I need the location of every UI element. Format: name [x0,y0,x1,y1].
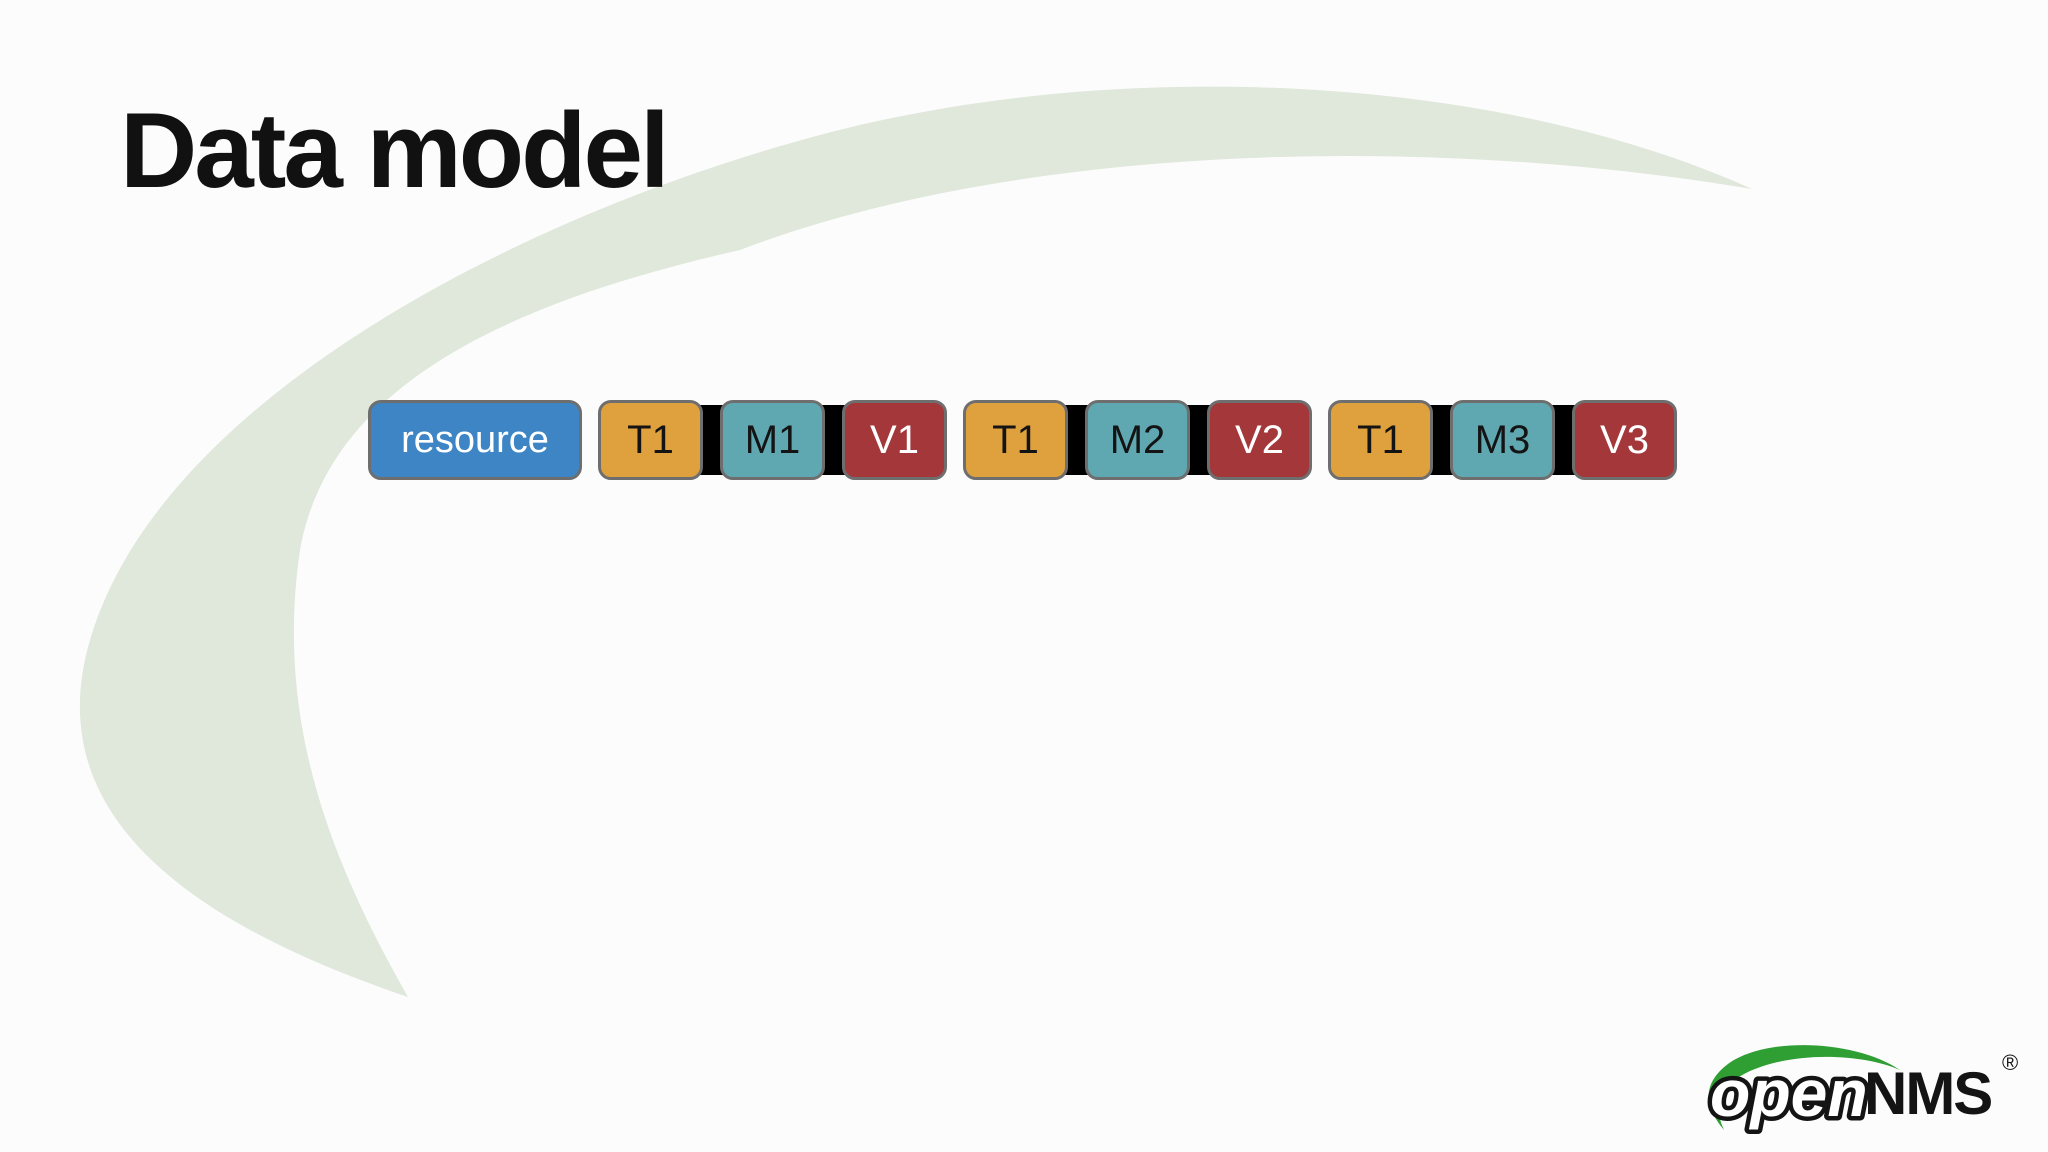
box-label: M2 [1109,418,1166,462]
value-box: V2 [1207,400,1312,480]
timestamp-box: T1 [1328,400,1433,480]
logo-swoosh-icon [1708,1045,1900,1130]
registered-mark-icon: ® [2002,1050,2018,1075]
timestamp-box: T1 [598,400,703,480]
background-swoosh-shape [79,86,1752,998]
box-label: T1 [627,418,674,462]
value-box: V1 [842,400,947,480]
tuple-group: T1 M1 V1 [598,400,947,480]
box-label: resource [401,419,549,461]
box-label: V1 [870,418,919,462]
box-label: V3 [1600,418,1649,462]
box-label: V2 [1235,418,1284,462]
metric-box: M3 [1450,400,1555,480]
tuple-group: T1 M3 V3 [1328,400,1677,480]
tuple-group: T1 M2 V2 [963,400,1312,480]
page-title: Data model [120,90,670,210]
box-label: T1 [992,418,1039,462]
box-label: M3 [1474,418,1531,462]
resource-box: resource [368,400,582,480]
opennms-logo: open NMS ® [1706,1045,2018,1135]
box-label: T1 [1357,418,1404,462]
box-label: M1 [744,418,801,462]
timestamp-box: T1 [963,400,1068,480]
metric-box: M1 [720,400,825,480]
metric-box: M2 [1085,400,1190,480]
data-model-diagram: resource T1 M1 V1 T1 M2 V2 T1 M3 V3 [368,400,1677,480]
logo-open-text: open [1710,1056,1868,1130]
value-box: V3 [1572,400,1677,480]
logo-nms-text: NMS [1864,1060,1991,1127]
